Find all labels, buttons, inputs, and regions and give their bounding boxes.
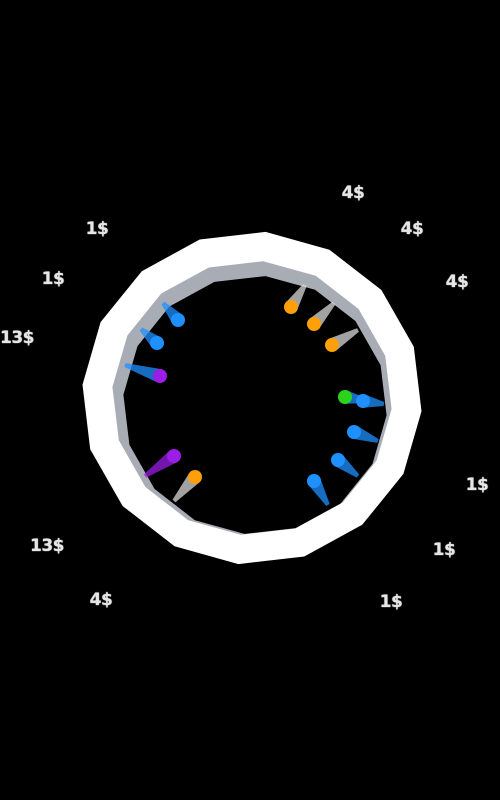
payout-label: 4$	[341, 183, 365, 203]
ball	[124, 363, 167, 383]
ball	[347, 425, 379, 443]
ball	[172, 470, 202, 503]
payout-label: 13$	[0, 328, 35, 348]
ball-body	[338, 390, 352, 404]
ball-body	[307, 474, 321, 488]
ball	[307, 474, 330, 506]
ball-body	[284, 300, 298, 314]
ball-body	[307, 317, 321, 331]
ball	[143, 449, 181, 478]
ball-body	[171, 313, 185, 327]
arena-ring	[82, 231, 422, 565]
ball	[161, 301, 185, 327]
balls-layer	[124, 283, 385, 506]
payout-label: 1$	[379, 592, 403, 612]
ball-trail	[124, 363, 163, 383]
payout-label: 4$	[400, 219, 424, 239]
ball-body	[331, 453, 345, 467]
ball	[307, 301, 336, 331]
ball	[139, 327, 164, 350]
ball-body	[347, 425, 361, 439]
ring-inner-floor	[123, 276, 387, 534]
ball-body	[188, 470, 202, 484]
payout-label: 4$	[445, 272, 469, 292]
payout-label: 1$	[85, 219, 109, 239]
ball-body	[325, 338, 339, 352]
ball-body	[356, 394, 370, 408]
payout-label: 13$	[30, 536, 65, 556]
ball-body	[150, 336, 164, 350]
ball	[356, 394, 385, 408]
ball	[331, 453, 360, 478]
payout-label: 1$	[465, 475, 489, 495]
payout-label: 1$	[41, 269, 65, 289]
payout-label: 4$	[89, 590, 113, 610]
payout-label: 1$	[432, 540, 456, 560]
ball	[284, 283, 307, 314]
ball	[325, 328, 359, 352]
ball-body	[167, 449, 181, 463]
ball-body	[153, 369, 167, 383]
